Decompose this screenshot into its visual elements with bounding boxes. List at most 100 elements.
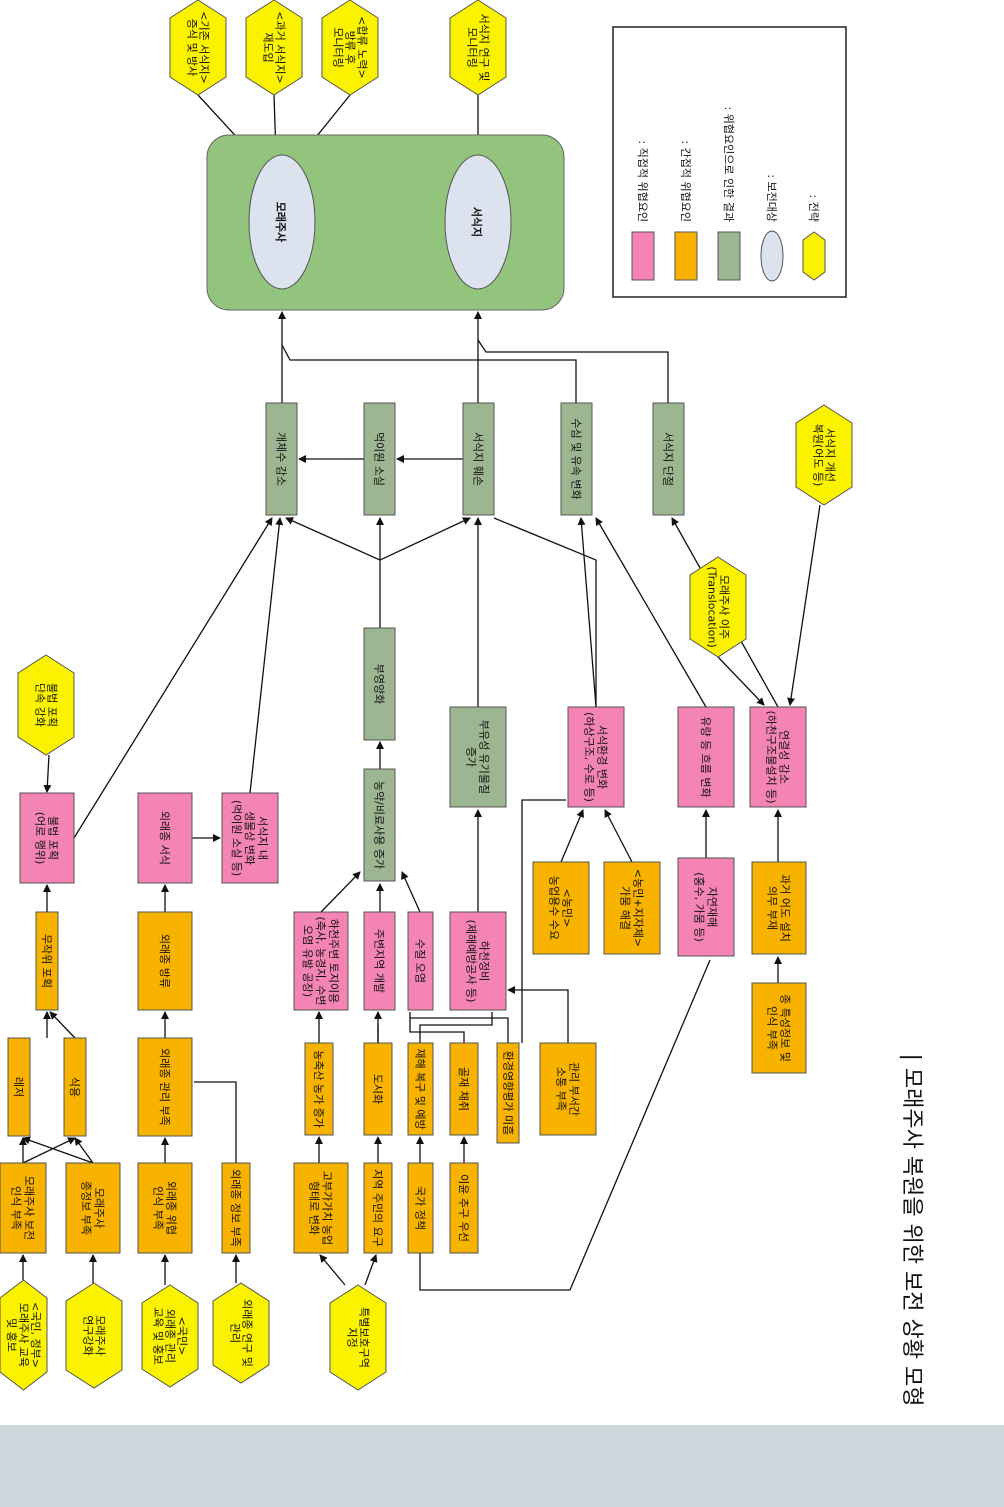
indirect-eia-insufficient-label: 환경영향평가 미흡 bbox=[502, 1051, 516, 1135]
indirect-awareness-lack: 모래주사 보전인식 부족 bbox=[0, 1162, 47, 1254]
indirect-leisure: 레저 bbox=[7, 1037, 31, 1137]
strategy-past-habitat: <과거 서식지>재도입 bbox=[245, 0, 303, 96]
indirect-species-info-lack-text-line: 모래주사 bbox=[93, 1188, 106, 1228]
direct-river-maintenance-box bbox=[449, 911, 507, 1011]
indirect-alien-release-text-line: 외래종 방류 bbox=[158, 934, 171, 988]
indirect-fishway-duty-label: 과거 어도 설치의무 부재 bbox=[766, 874, 792, 942]
direct-illegal-catch-text-line: 불법 포획 bbox=[47, 816, 60, 860]
indirect-alien-mgmt-lack: 외래종 관리 부족 bbox=[137, 1037, 193, 1137]
strategy-research-hexagon bbox=[65, 1282, 123, 1389]
direct-biota-change-box bbox=[221, 792, 279, 884]
strategy-habitat-research-hexagon bbox=[449, 0, 507, 96]
indirect-high-value-farming-text-line: 형태로 변화 bbox=[308, 1181, 321, 1235]
indirect-resident-demand-label: 지역 주민의 요구 bbox=[371, 1169, 384, 1247]
indirect-alien-info-lack: 외래종 정보 부족 bbox=[221, 1162, 251, 1254]
target-habitat-label: 서식지 bbox=[470, 207, 484, 237]
target-moraejusa-label: 모래주사 bbox=[274, 202, 288, 243]
direct-habitat-env-change-text-line: (하상구조, 수로 등) bbox=[583, 712, 597, 802]
direct-connectivity-loss-text-line: (하천구조물설치 등) bbox=[765, 710, 779, 803]
legend-swatch-result bbox=[717, 231, 741, 281]
strategy-release-monitoring: <합류 노력>방류 후모니터링 bbox=[321, 0, 379, 96]
strategy-existing-habitat-text-line: <기존 서식지> bbox=[198, 11, 211, 84]
direct-development-box bbox=[363, 911, 396, 1011]
direct-alien-habitat-label: 외래종 서식 bbox=[158, 811, 171, 865]
indirect-disaster-recovery-label: 재해 복구 및 예방 bbox=[414, 1048, 428, 1129]
strategy-illegal-crackdown-text-line: 불법 포획 bbox=[46, 683, 59, 727]
indirect-species-trait-info-box bbox=[751, 982, 807, 1074]
strategy-alien-education-text-line: 외래종 관리 bbox=[164, 1309, 177, 1363]
strategy-release-monitoring-label: <합류 노력>방류 후모니터링 bbox=[332, 16, 369, 78]
direct-development-label: 주변지역 개발 bbox=[373, 929, 386, 993]
arrow-connector bbox=[249, 517, 284, 794]
strategy-habitat-improvement-text-line: 서식지 개선 bbox=[824, 428, 837, 482]
strategy-habitat-research-text-line: 서식지 연구 및 bbox=[478, 14, 491, 82]
direct-water-pollution: 수질 오염 bbox=[407, 911, 434, 1011]
direct-connectivity-loss-label: 연결성 감소(하천구조물설치 등) bbox=[765, 710, 791, 803]
strategy-alien-research-text-line: 관리 bbox=[229, 1323, 242, 1343]
result-pesticide-increase-text-line: 농약/비료사용 증가 bbox=[373, 781, 387, 869]
result-food-loss: 먹이원 소실 bbox=[363, 402, 396, 516]
target-moraejusa: 모래주사 bbox=[248, 154, 316, 290]
strategy-research: 모래주사연구강화 bbox=[65, 1282, 123, 1389]
indirect-alien-mgmt-lack-box bbox=[137, 1037, 193, 1137]
strategy-protected-area-text-line: 특별보호구역 bbox=[358, 1307, 371, 1368]
result-food-loss-box bbox=[363, 402, 396, 516]
indirect-species-trait-info: 종 특성정보 및인식 부족 bbox=[751, 982, 807, 1074]
strategy-illegal-crackdown-text-line: 단속 강화 bbox=[34, 683, 47, 727]
indirect-awareness-lack-text-line: 모래주사 보전 bbox=[23, 1176, 36, 1240]
direct-alien-habitat-text-line: 외래종 서식 bbox=[158, 811, 171, 865]
indirect-profit-first: 이윤 추구 우선 bbox=[449, 1162, 479, 1254]
arrow-connector bbox=[73, 517, 273, 839]
strategy-release-monitoring-text-line: 방류 후 bbox=[344, 31, 357, 65]
direct-illegal-catch-box bbox=[19, 792, 75, 884]
line-connector bbox=[419, 1012, 493, 1043]
direct-land-use-text-line: (축사, 농경지, 수변 bbox=[314, 916, 327, 1005]
strategy-translocation-text-line: (Translocation) bbox=[706, 566, 719, 647]
strategy-translocation: 모래주사 이주(Translocation) bbox=[689, 556, 747, 658]
indirect-random-catch-box bbox=[35, 911, 59, 1011]
result-habitat-fragmentation-text-line: 서식지 단절 bbox=[662, 432, 675, 486]
indirect-disaster-recovery-text-line: 재해 복구 및 예방 bbox=[414, 1048, 428, 1129]
indirect-farm-water-demand-box bbox=[532, 861, 590, 955]
indirect-alien-info-lack-text-line: 외래종 정보 부족 bbox=[229, 1169, 242, 1247]
arrow-connector bbox=[787, 504, 821, 706]
direct-connectivity-loss-text-line: 연결성 감소 bbox=[778, 730, 791, 784]
indirect-species-trait-info-text-line: 인식 부족 bbox=[766, 1006, 779, 1050]
strategy-education: <국민, 정부>모래주사 교육및 홍보 bbox=[0, 1279, 48, 1391]
indirect-urbanization: 도시화 bbox=[363, 1042, 393, 1136]
indirect-farm-water-demand-text-line: 농업용수 수요 bbox=[548, 876, 561, 940]
strategy-research-text-line: 모래주사 bbox=[94, 1315, 107, 1355]
result-organic-matter-box bbox=[449, 706, 507, 808]
legend-swatch-direct bbox=[631, 231, 655, 281]
result-depth-flow-change: 수심 및 유속 변화 bbox=[560, 402, 593, 516]
target-moraejusa-ellipse bbox=[248, 154, 316, 290]
strategy-protected-area-hexagon bbox=[329, 1284, 387, 1391]
strategy-release-monitoring-hexagon bbox=[321, 0, 379, 96]
arrow-connector bbox=[560, 809, 584, 863]
indirect-high-value-farming-box bbox=[293, 1162, 349, 1254]
legend-label: : 간접적 위협요인 bbox=[679, 140, 692, 222]
arrow-connector bbox=[74, 1137, 94, 1164]
indirect-profit-first-label: 이윤 추구 우선 bbox=[457, 1174, 470, 1242]
direct-illegal-catch-text-line: (어로 행위) bbox=[34, 812, 47, 865]
indirect-species-trait-info-text-line: 종 특성정보 및 bbox=[779, 994, 792, 1062]
strategy-illegal-crackdown: 불법 포획단속 강화 bbox=[17, 654, 75, 756]
target-habitat: 서식지 bbox=[444, 154, 512, 290]
indirect-dept-communication-box bbox=[539, 1042, 597, 1136]
arrow-connector bbox=[22, 1136, 94, 1164]
indirect-high-value-farming-text-line: 고부가가치 농업 bbox=[321, 1171, 334, 1245]
legend-swatch-target bbox=[760, 230, 784, 282]
legend-item-indirect: : 간접적 위협요인 bbox=[674, 140, 698, 281]
strategy-habitat-research-label: 서식지 연구 및모니터링 bbox=[466, 14, 491, 82]
indirect-food-use-box bbox=[63, 1037, 87, 1137]
direct-natural-disaster-text-line: 자연재해 bbox=[706, 887, 720, 927]
strategy-release-monitoring-text-line: 모니터링 bbox=[332, 27, 345, 67]
indirect-aggregate-extraction-text-line: 골재 채취 bbox=[457, 1067, 470, 1111]
strategy-habitat-improvement: 서식지 개선복원(어도 등) bbox=[795, 404, 853, 506]
result-pesticide-increase-box bbox=[363, 768, 396, 882]
direct-alien-habitat-box bbox=[137, 792, 193, 884]
line-connector bbox=[477, 339, 669, 403]
indirect-awareness-lack-box bbox=[0, 1162, 47, 1254]
indirect-drought-solution-text-line: 가뭄 해결 bbox=[619, 886, 633, 930]
indirect-dept-communication: 관리 부서간소통 부족 bbox=[539, 1042, 597, 1136]
